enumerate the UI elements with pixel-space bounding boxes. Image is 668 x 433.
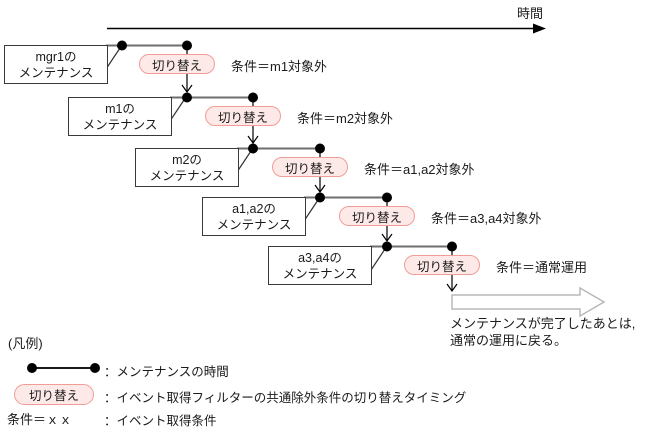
maintenance-end-dot	[90, 363, 100, 373]
maintenance-end-dot	[248, 92, 258, 103]
legend-item3-label: ：イベント取得条件	[104, 414, 217, 428]
switch-bubble-3: 切り替え	[272, 157, 348, 177]
legend-title: (凡例)	[8, 336, 43, 351]
box-label-line1: a1,a2の	[232, 201, 276, 216]
switch-bubble-1: 切り替え	[139, 54, 215, 74]
box-label-line1: m2の	[172, 152, 202, 167]
completion-note: メンテナンスが完了したあとは, 通常の運用に戻る。	[450, 316, 635, 349]
condition-text-3: 条件＝a1,a2対象外	[364, 162, 475, 177]
legend-switch-bubble: 切り替え	[14, 384, 94, 405]
legend-maintenance-bar	[27, 363, 100, 373]
maintenance-bar-4	[297, 192, 392, 231]
maintenance-box-m1: m1の メンテナンス	[68, 97, 172, 136]
normal-operation-arrow	[451, 286, 606, 318]
completion-note-line1: メンテナンスが完了したあとは,	[450, 316, 636, 331]
maintenance-box-a3-a4: a3,a4の メンテナンス	[268, 246, 372, 285]
box-label-line2: メンテナンス	[149, 168, 225, 183]
maintenance-start-dot	[182, 92, 192, 103]
legend-item1-label: ：メンテナンスの時間	[104, 365, 229, 379]
maintenance-box-mgr1: mgr1の メンテナンス	[4, 45, 108, 84]
time-axis-label: 時間	[517, 6, 544, 21]
box-label-line2: メンテナンス	[282, 266, 358, 281]
maintenance-end-dot	[382, 192, 392, 203]
legend-item3-symbol: 条件＝ｘｘ	[7, 412, 73, 427]
box-label-line1: a3,a4の	[298, 250, 342, 265]
completion-note-line2: 通常の運用に戻る。	[450, 332, 568, 348]
time-axis-arrow	[107, 23, 546, 34]
maintenance-end-dot	[447, 241, 457, 252]
condition-text-1: 条件＝m1対象外	[231, 59, 328, 74]
maintenance-bar-3	[230, 143, 325, 182]
maintenance-start-dot	[27, 363, 37, 373]
switch-bubble-4: 切り替え	[339, 206, 415, 226]
switch-bubble-5: 切り替え	[404, 255, 480, 275]
switch-bubble-2: 切り替え	[205, 106, 281, 126]
box-label-line1: mgr1の	[35, 49, 77, 64]
maintenance-box-m2: m2の メンテナンス	[135, 148, 239, 187]
box-label-line1: m1の	[105, 101, 135, 116]
maintenance-start-dot	[117, 40, 127, 51]
maintenance-bar-1	[99, 40, 192, 79]
maintenance-start-dot	[248, 143, 258, 154]
maintenance-start-dot	[382, 241, 392, 252]
condition-text-4: 条件＝a3,a4対象外	[431, 211, 542, 226]
box-label-line2: メンテナンス	[216, 217, 292, 232]
legend-item2-label: ：イベント取得フィルターの共通除外条件の切り替えタイミング	[104, 391, 467, 405]
maintenance-end-dot	[182, 40, 192, 51]
box-label-line2: メンテナンス	[82, 117, 158, 132]
condition-text-2: 条件＝m2対象外	[297, 111, 394, 126]
maintenance-start-dot	[315, 192, 325, 203]
maintenance-box-a1-a2: a1,a2の メンテナンス	[202, 197, 306, 236]
maintenance-end-dot	[315, 143, 325, 154]
box-label-line2: メンテナンス	[18, 65, 94, 80]
condition-text-5: 条件＝通常運用	[496, 260, 588, 275]
